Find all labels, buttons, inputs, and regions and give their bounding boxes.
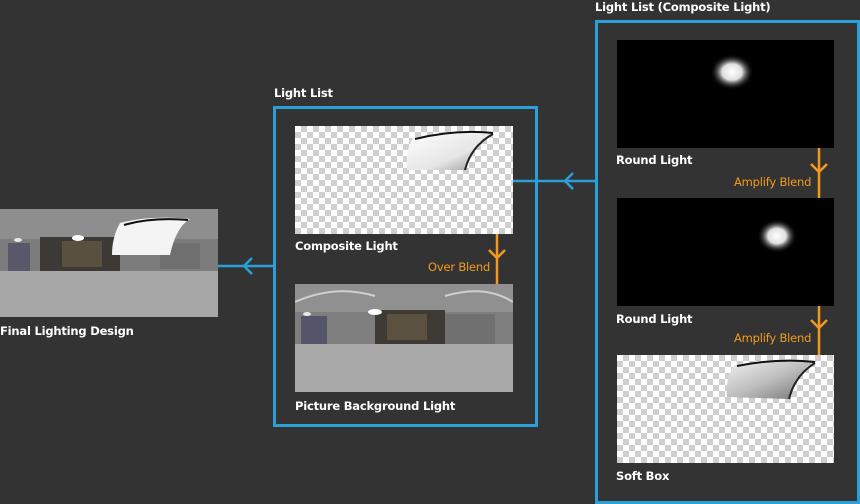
- picture-background-label: Picture Background Light: [295, 399, 456, 413]
- blue-arrow-list-to-final: [218, 257, 276, 275]
- soft-box-image: [617, 355, 834, 463]
- composite-light-image: [295, 126, 513, 234]
- round-light-1-glow: [710, 54, 754, 90]
- final-lighting-label: Final Lighting Design: [0, 324, 134, 338]
- round-light-2-label: Round Light: [616, 312, 693, 326]
- light-list-title: Light List: [274, 86, 333, 100]
- final-lighting-panorama: [0, 209, 218, 317]
- picture-background-image: [295, 284, 513, 392]
- round-light-2-image: [617, 198, 834, 306]
- over-blend-label: Over Blend: [428, 260, 491, 274]
- round-light-1-label: Round Light: [616, 153, 693, 167]
- round-light-1-image: [617, 40, 834, 148]
- orange-arrow-over-blend: [488, 234, 506, 284]
- soft-box-label: Soft Box: [616, 469, 670, 483]
- amplify-blend-2-label: Amplify Blend: [734, 331, 812, 345]
- composite-light-label: Composite Light: [295, 239, 398, 253]
- round-light-2-glow: [757, 219, 797, 253]
- composite-light-list-title: Light List (Composite Light): [595, 0, 771, 14]
- final-panorama-art: [0, 209, 218, 317]
- composite-softbox-shape: [406, 130, 495, 171]
- orange-arrow-amplify-2: [810, 306, 828, 355]
- blue-arrow-composite-to-list: [513, 172, 598, 190]
- background-panorama-art: [295, 284, 513, 392]
- orange-arrow-amplify-1: [810, 148, 828, 198]
- soft-box-shape: [726, 359, 817, 400]
- composite-light-list-frame: [595, 20, 860, 504]
- amplify-blend-1-label: Amplify Blend: [734, 175, 812, 189]
